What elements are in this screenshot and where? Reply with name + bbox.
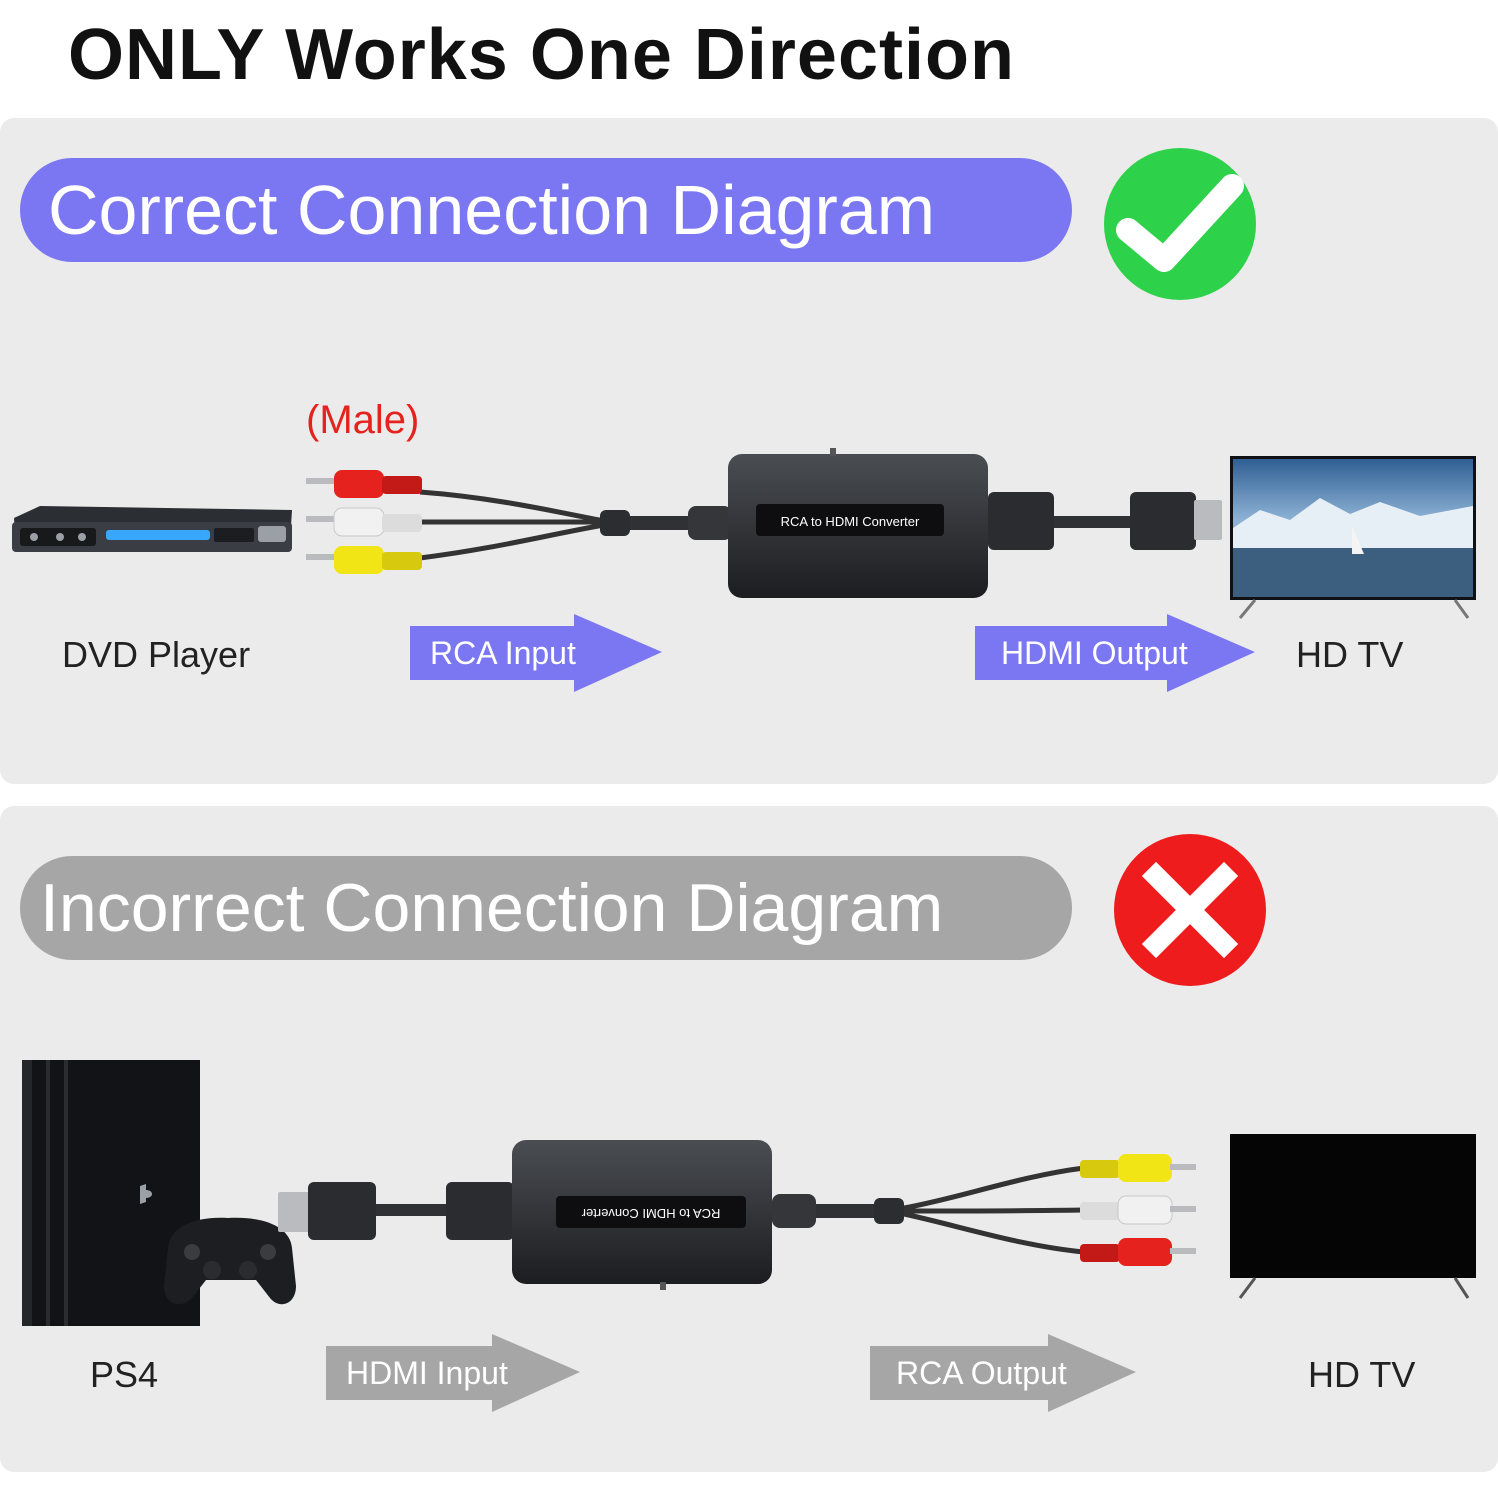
hd-tv-icon (1230, 1134, 1476, 1299)
correct-connection-illustration (12, 448, 1476, 619)
hdmi-input-label: HDMI Input (346, 1355, 508, 1391)
hdmi-plugs-left (278, 1182, 514, 1240)
source-label-ps4: PS4 (90, 1354, 159, 1395)
correct-title-pill: Correct Connection Diagram (20, 158, 1072, 262)
rca-plugs-right (1080, 1154, 1196, 1266)
rca-input-label: RCA Input (430, 635, 576, 671)
hdmi-input-arrow: HDMI Input (326, 1334, 580, 1412)
converter-box-flipped (512, 1140, 772, 1290)
converter-label-flipped: RCA to HDMI Converter (581, 1206, 721, 1221)
dvd-player-icon (12, 506, 292, 552)
controller-icon (164, 1217, 296, 1305)
incorrect-diagram-panel: Incorrect Connection Diagram (0, 806, 1498, 1472)
male-label: (Male) (306, 398, 420, 442)
rca-plugs-left (306, 470, 611, 574)
target-label-tv: HD TV (1308, 1354, 1416, 1395)
converter-label: RCA to HDMI Converter (780, 514, 920, 529)
target-label-tv: HD TV (1296, 634, 1404, 675)
rca-output-label: RCA Output (896, 1355, 1067, 1391)
hd-tv-icon (1230, 456, 1476, 619)
rca-output-arrow: RCA Output (870, 1334, 1136, 1412)
hdmi-output-label: HDMI Output (1001, 635, 1188, 671)
check-icon (1104, 148, 1256, 300)
incorrect-connection-illustration (22, 1060, 1476, 1326)
converter-box (728, 448, 988, 598)
hdmi-plugs-right (988, 492, 1222, 550)
correct-diagram-panel: Correct Connection Diagram (0, 118, 1498, 784)
cable-left (600, 506, 732, 540)
cable-right (772, 1165, 1085, 1255)
incorrect-title-pill: Incorrect Connection Diagram (20, 856, 1072, 960)
hdmi-output-arrow: HDMI Output (975, 614, 1255, 692)
page-headline: ONLY Works One Direction (68, 15, 1015, 95)
cross-icon (1114, 834, 1266, 986)
source-label-dvd: DVD Player (62, 634, 251, 675)
rca-input-arrow: RCA Input (410, 614, 662, 692)
